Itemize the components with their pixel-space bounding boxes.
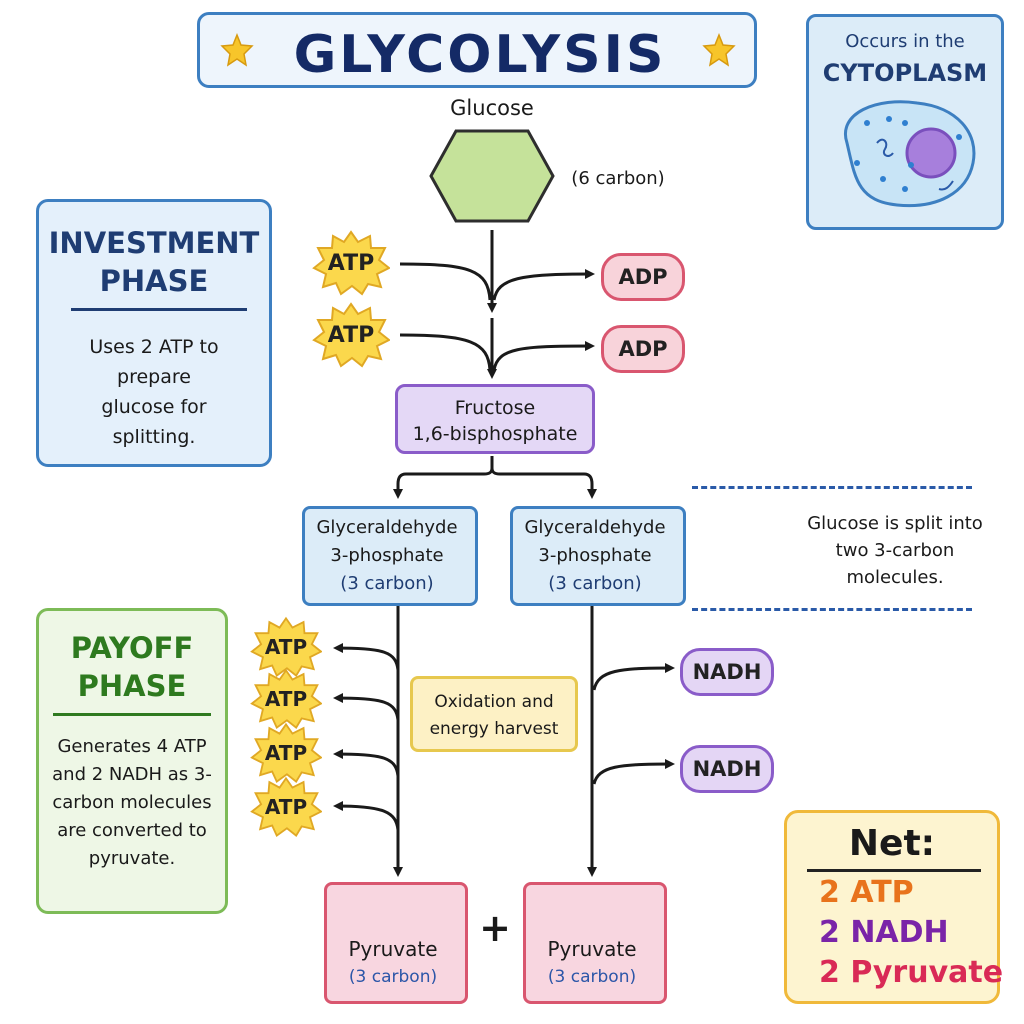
net-item-pyruvate: 2 Pyruvate	[819, 955, 1004, 990]
glucose-hexagon	[429, 129, 555, 223]
location-panel: Occurs in the CYTOPLASM	[806, 14, 1004, 230]
split-note: Glucose is split into two 3-carbon molec…	[807, 513, 983, 588]
nadh-out-curve-1	[592, 663, 675, 691]
net-item-atp: 2 ATP	[819, 875, 914, 910]
oxidation-note: Oxidation and energy harvest	[429, 692, 559, 739]
payoff-phase-panel: PAYOFF PHASE Generates 4 ATP and 2 NADH …	[36, 608, 228, 914]
nadh-output: NADH	[680, 648, 774, 696]
g3p-carbon-count: (3 carbon)	[548, 573, 642, 594]
arrow-split-left	[393, 456, 494, 499]
net-item-nadh: 2 NADH	[819, 915, 949, 950]
atp-label: ATP	[327, 250, 375, 276]
location-name: CYTOPLASM	[822, 59, 988, 87]
adp-output: ADP	[601, 253, 685, 301]
atp-output-burst: ATP	[250, 776, 322, 838]
title-banner: GLYCOLYSIS	[197, 12, 757, 88]
pyruvate-box-left: Pyruvate (3 carbon)	[324, 882, 468, 1004]
payoff-phase-title: PAYOFF PHASE	[70, 631, 194, 703]
g3p-label-line2: 3-phosphate	[538, 545, 652, 566]
location-caption: Occurs in the	[845, 31, 965, 52]
investment-phase-panel: INVESTMENT PHASE Uses 2 ATP to prepare g…	[36, 199, 272, 467]
divider	[53, 713, 211, 716]
nadh-output: NADH	[680, 745, 774, 793]
atp-out-curve-2	[333, 693, 400, 721]
cell-icon	[843, 100, 976, 208]
atp-output-burst: ATP	[250, 616, 322, 678]
atp-label: ATP	[264, 741, 308, 765]
payoff-phase-description: Generates 4 ATP and 2 NADH as 3-carbon m…	[52, 736, 212, 869]
atp-in-curve-1	[399, 262, 492, 301]
pyruvate-label: Pyruvate	[348, 937, 438, 961]
adp-output: ADP	[601, 325, 685, 373]
investment-phase-description: Uses 2 ATP to prepare glucose for splitt…	[89, 336, 219, 448]
star-icon	[702, 33, 736, 67]
pyruvate-carbon-count: (3 carbon)	[547, 967, 637, 987]
atp-label: ATP	[264, 635, 308, 659]
atp-label: ATP	[327, 322, 375, 348]
atp-out-curve-4	[333, 801, 400, 831]
atp-out-curve-3	[333, 749, 400, 777]
atp-input-burst: ATP	[312, 302, 390, 368]
g3p-label-line1: Glyceraldehyde	[316, 517, 458, 538]
g3p-box-right: Glyceraldehyde 3-phosphate (3 carbon)	[510, 506, 686, 606]
page-title: GLYCOLYSIS	[293, 25, 667, 85]
pyruvate-box-right: Pyruvate (3 carbon)	[523, 882, 667, 1004]
atp-out-curve-1	[333, 643, 400, 671]
atp-output-burst: ATP	[250, 722, 322, 784]
oxidation-note-box: Oxidation and energy harvest	[410, 676, 578, 752]
net-yield-panel: Net: 2 ATP 2 NADH 2 Pyruvate	[784, 810, 1004, 1004]
glucose-carbon-count: (6 carbon)	[571, 168, 665, 189]
pyruvate-carbon-count: (3 carbon)	[348, 967, 438, 987]
arrow-split-right	[490, 467, 597, 499]
g3p-label-line2: 3-phosphate	[330, 545, 444, 566]
net-title: Net:	[848, 823, 936, 864]
divider	[807, 869, 981, 872]
nadh-out-curve-2	[592, 759, 675, 785]
atp-in-curve-2	[399, 333, 492, 371]
g3p-box-left: Glyceraldehyde 3-phosphate (3 carbon)	[302, 506, 478, 606]
plus-sign: +	[479, 906, 511, 950]
glucose-label: Glucose	[450, 96, 534, 120]
atp-input-burst: ATP	[312, 230, 390, 296]
investment-phase-title: INVESTMENT PHASE	[48, 226, 260, 298]
fructose-label-line2: 1,6-bisphosphate	[412, 423, 578, 445]
fructose-label-line1: Fructose	[454, 397, 536, 419]
star-icon	[220, 33, 254, 67]
g3p-carbon-count: (3 carbon)	[340, 573, 434, 594]
pyruvate-label: Pyruvate	[547, 937, 637, 961]
g3p-label-line1: Glyceraldehyde	[524, 517, 666, 538]
dashed-divider	[692, 608, 972, 611]
atp-label: ATP	[264, 795, 308, 819]
dashed-divider	[692, 486, 972, 489]
atp-label: ATP	[264, 687, 308, 711]
adp-out-curve-1	[492, 269, 595, 301]
atp-output-burst: ATP	[250, 668, 322, 730]
divider	[71, 308, 247, 311]
adp-out-curve-2	[492, 341, 595, 371]
fructose-bisphosphate-box: Fructose 1,6-bisphosphate	[395, 384, 595, 454]
